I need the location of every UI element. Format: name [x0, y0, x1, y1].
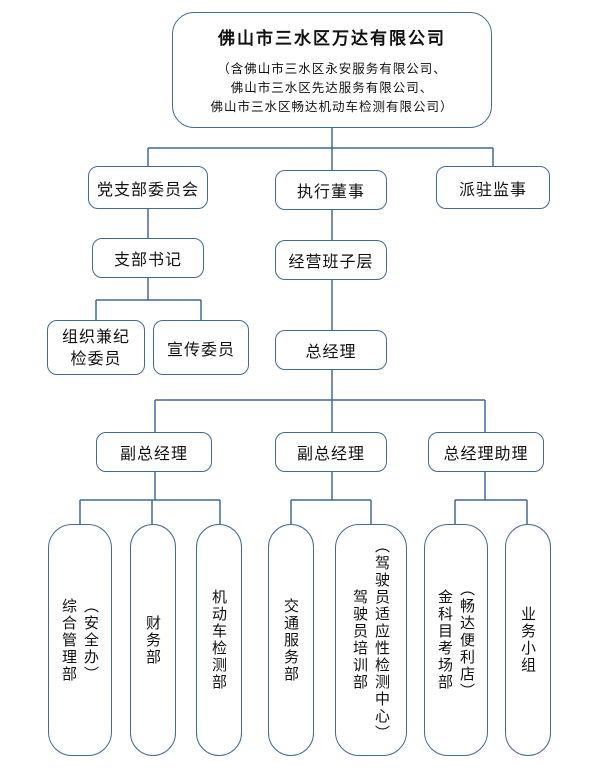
dept-driver-training-name: 驾驶员培训部 [351, 589, 369, 691]
branch-secretary-box: 支部书记 [92, 238, 204, 278]
dept-exam-site: （畅达便利店） 金科目考场部 [424, 524, 488, 756]
company-note-line-3: 佛山市三水区畅达机动车检测有限公司） [210, 99, 454, 114]
executive-director-box: 执行董事 [275, 170, 387, 210]
dept-driver-training: （驾驶员适应性检测中心） 驾驶员培训部 [335, 524, 407, 756]
dept-finance-name: 财务部 [144, 614, 162, 666]
discipline-member-line-1: 组织兼纪 [61, 326, 130, 346]
discipline-member-box: 组织兼纪 检委员 [47, 320, 145, 375]
deputy-gm-1-box: 副总经理 [96, 432, 212, 472]
dept-traffic-service-name: 交通服务部 [282, 597, 300, 683]
dept-driver-training-note: （驾驶员适应性检测中心） [373, 538, 391, 742]
dept-traffic-service: 交通服务部 [268, 524, 314, 756]
discipline-member-line-2: 检委员 [70, 348, 122, 368]
publicity-member-box: 宣传委员 [153, 320, 249, 375]
dept-general-management-name: 综合管理部 [60, 597, 78, 683]
party-committee-box: 党支部委员会 [88, 166, 208, 209]
gm-assistant-box: 总经理助理 [428, 432, 544, 472]
deputy-gm-2-box: 副总经理 [275, 432, 387, 472]
dept-business-group-name: 业务小组 [519, 606, 537, 674]
dept-exam-site-name: 金科目考场部 [436, 589, 454, 691]
dept-general-management: （安全办） 综合管理部 [48, 524, 112, 756]
company-box: 佛山市三水区万达有限公司 （含佛山市三水区永安服务有限公司、 佛山市三水区先达服… [172, 12, 492, 128]
company-name: 佛山市三水区万达有限公司 [218, 29, 446, 49]
company-note-line-1: （含佛山市三水区永安服务有限公司、 [217, 61, 447, 76]
dept-business-group: 业务小组 [505, 524, 551, 756]
dept-finance: 财务部 [130, 524, 176, 756]
management-team-box: 经营班子层 [275, 240, 387, 280]
supervisor-box: 派驻监事 [436, 166, 550, 209]
dept-vehicle-inspection: 机动车检测部 [196, 524, 242, 756]
company-note-line-2: 佛山市三水区先达服务有限公司、 [230, 80, 434, 95]
dept-exam-site-note: （畅达便利店） [458, 580, 476, 700]
dept-general-management-note: （安全办） [82, 597, 100, 683]
general-manager-box: 总经理 [275, 330, 387, 370]
dept-vehicle-inspection-name: 机动车检测部 [210, 589, 228, 691]
